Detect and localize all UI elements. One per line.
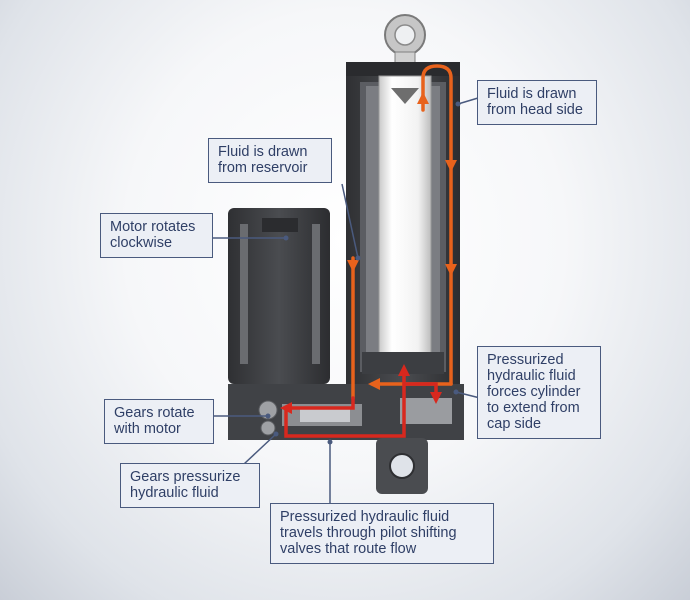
callout-text: Gears pressurize — [130, 469, 241, 485]
callout-text: Fluid is drawn — [218, 144, 308, 160]
callout-text: Pressurized — [487, 352, 564, 368]
callout-text: Fluid is drawn — [487, 86, 577, 102]
callout-text: from reservoir — [218, 160, 308, 176]
callout-head-side: Fluid is drawn from head side — [477, 80, 597, 125]
callout-text: with motor — [114, 421, 181, 437]
callout-text: Gears rotate — [114, 405, 195, 421]
leader-dots — [265, 101, 461, 445]
callout-text: hydraulic fluid — [487, 368, 576, 384]
callout-text: travels through pilot shifting — [280, 525, 457, 541]
base-clevis — [376, 438, 428, 494]
callout-text: hydraulic fluid — [130, 485, 219, 501]
callout-pressurized-fluid: Pressurized hydraulic fluid forces cylin… — [477, 346, 601, 439]
valve-block — [228, 384, 464, 440]
flow-pressurized-arrows — [280, 364, 442, 414]
callout-reservoir: Fluid is drawn from reservoir — [208, 138, 332, 183]
callout-gears-pressurize: Gears pressurize hydraulic fluid — [120, 463, 260, 508]
motor-housing — [228, 208, 330, 384]
callout-text: valves that route flow — [280, 541, 417, 557]
callout-pilot-valves: Pressurized hydraulic fluid travels thro… — [270, 503, 494, 564]
piston-rod — [378, 75, 432, 371]
callout-text: Motor rotates — [110, 219, 196, 235]
callout-text: to extend from — [487, 400, 580, 416]
leader-lines — [212, 97, 481, 504]
callout-text: clockwise — [110, 235, 173, 251]
callout-text: Pressurized hydraulic fluid — [280, 509, 450, 525]
flow-drawn-arrows — [347, 92, 457, 390]
callout-motor: Motor rotates clockwise — [100, 213, 213, 258]
callout-text: forces cylinder — [487, 384, 581, 400]
piston — [362, 352, 444, 374]
callout-gears-rotate: Gears rotate with motor — [104, 399, 214, 444]
callout-text: cap side — [487, 416, 542, 432]
callout-text: from head side — [487, 102, 583, 118]
